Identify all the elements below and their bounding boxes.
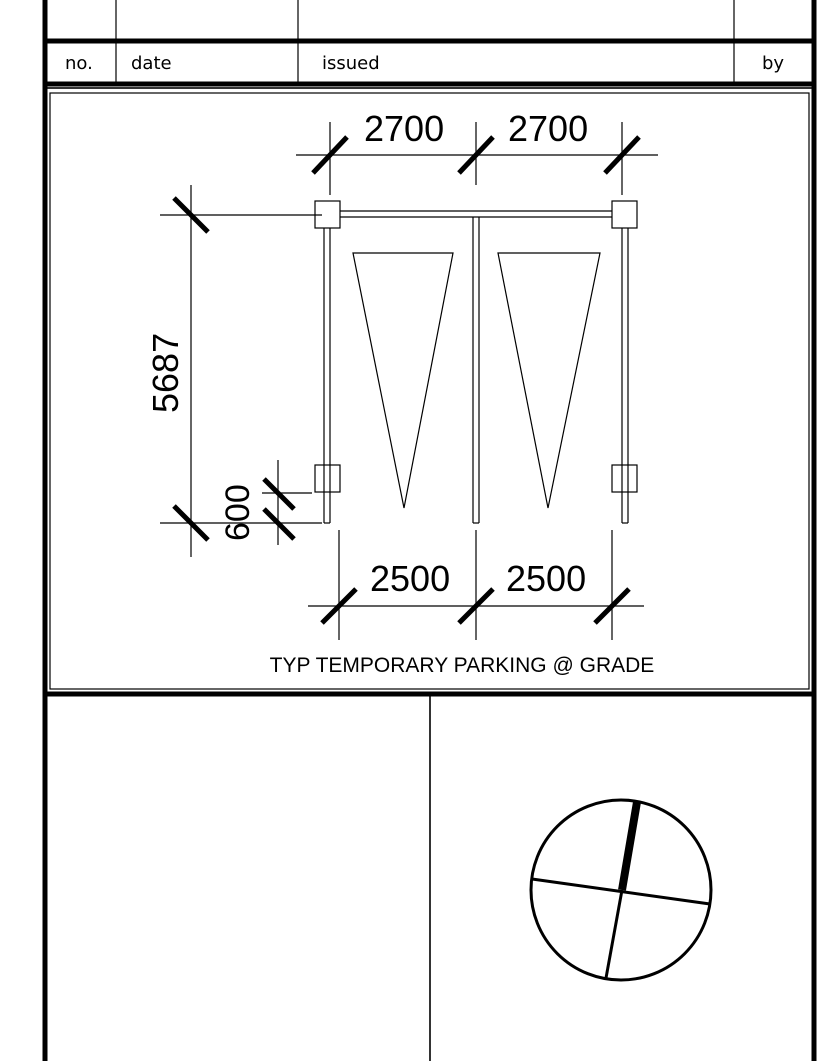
north-arrow-icon: [529, 798, 713, 982]
header-issued: issued: [322, 53, 380, 74]
dim-bottom: 2500 2500: [308, 530, 644, 640]
header-no: no.: [65, 53, 93, 74]
header-date: date: [131, 53, 172, 74]
dim-top-left-label: 2700: [364, 108, 444, 149]
dim-left-label: 5687: [145, 333, 186, 413]
dim-small: 600: [219, 460, 312, 545]
dim-bottom-left-label: 2500: [370, 558, 450, 599]
detail-frame: [44, 87, 815, 1061]
dim-top: 2700 2700: [296, 108, 658, 195]
canopy-frame: [314, 200, 638, 524]
header-by: by: [762, 53, 784, 74]
dim-left: 5687: [145, 185, 322, 557]
parking-detail: 2700 2700 5687 600: [145, 108, 658, 677]
detail-title: TYP TEMPORARY PARKING @ GRADE: [270, 654, 655, 677]
dim-top-right-label: 2700: [508, 108, 588, 149]
dim-bottom-right-label: 2500: [506, 558, 586, 599]
dim-small-label: 600: [219, 484, 257, 541]
